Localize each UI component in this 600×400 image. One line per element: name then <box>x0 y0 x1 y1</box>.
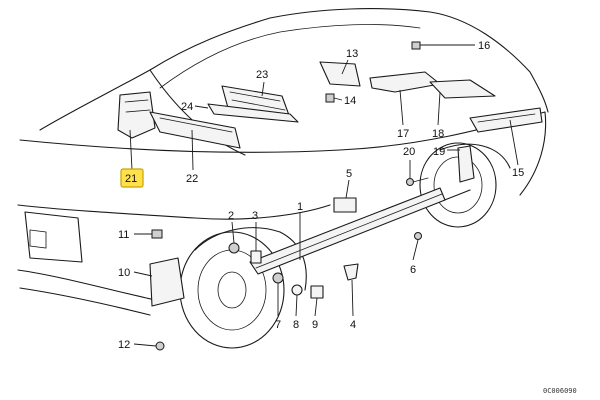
part-13-cap <box>319 61 361 87</box>
part-17-floor-panel <box>369 71 441 93</box>
label-16: 16 <box>478 40 490 52</box>
label-4: 4 <box>350 319 356 331</box>
label-7: 7 <box>275 319 281 331</box>
label-12: 12 <box>118 339 130 351</box>
part-6-screw <box>414 232 422 240</box>
callout-labels: 21 22 23 24 13 14 16 17 18 15 19 20 5 1 … <box>118 40 524 351</box>
part-5-clip <box>333 197 357 213</box>
part-7-nut <box>272 272 284 284</box>
label-21: 21 <box>125 173 137 185</box>
label-24: 24 <box>181 101 193 113</box>
part-12-screw <box>155 341 165 351</box>
part-9-clip <box>310 285 324 299</box>
part-10-mud-flap <box>149 257 185 307</box>
part-21-bracket <box>117 91 156 139</box>
catalog-code: 0C006090 <box>543 387 577 395</box>
label-15: 15 <box>512 167 524 179</box>
part-20-screw <box>406 177 429 186</box>
label-23: 23 <box>256 69 268 81</box>
label-19: 19 <box>433 146 445 158</box>
part-11-clip <box>151 229 163 239</box>
label-14: 14 <box>344 95 356 107</box>
front-bumper <box>17 211 156 316</box>
label-18: 18 <box>432 128 444 140</box>
label-13: 13 <box>346 48 358 60</box>
leader-lines <box>129 44 519 347</box>
part-3-clip <box>250 250 262 264</box>
highlight-box-21 <box>120 168 144 188</box>
label-17: 17 <box>397 128 409 140</box>
part-4-retainer <box>343 263 359 281</box>
label-8: 8 <box>293 319 299 331</box>
label-20: 20 <box>403 146 415 158</box>
part-1-sill-trim <box>249 187 446 275</box>
part-14-clip <box>325 93 335 103</box>
part-19-mud-flap <box>457 145 475 183</box>
label-1: 1 <box>297 201 303 213</box>
part-15-rear-trim <box>469 107 543 133</box>
label-3: 3 <box>252 210 258 222</box>
label-9: 9 <box>312 319 318 331</box>
label-10: 10 <box>118 267 130 279</box>
label-11: 11 <box>118 229 129 241</box>
part-22-channel <box>149 111 241 149</box>
label-2: 2 <box>228 210 234 222</box>
part-24-pad <box>207 103 299 123</box>
label-5: 5 <box>346 168 352 180</box>
label-22: 22 <box>186 173 198 185</box>
label-6: 6 <box>410 264 416 276</box>
part-16-clip <box>411 41 421 50</box>
part-2-clip <box>228 242 240 254</box>
part-8-washer <box>291 284 303 296</box>
